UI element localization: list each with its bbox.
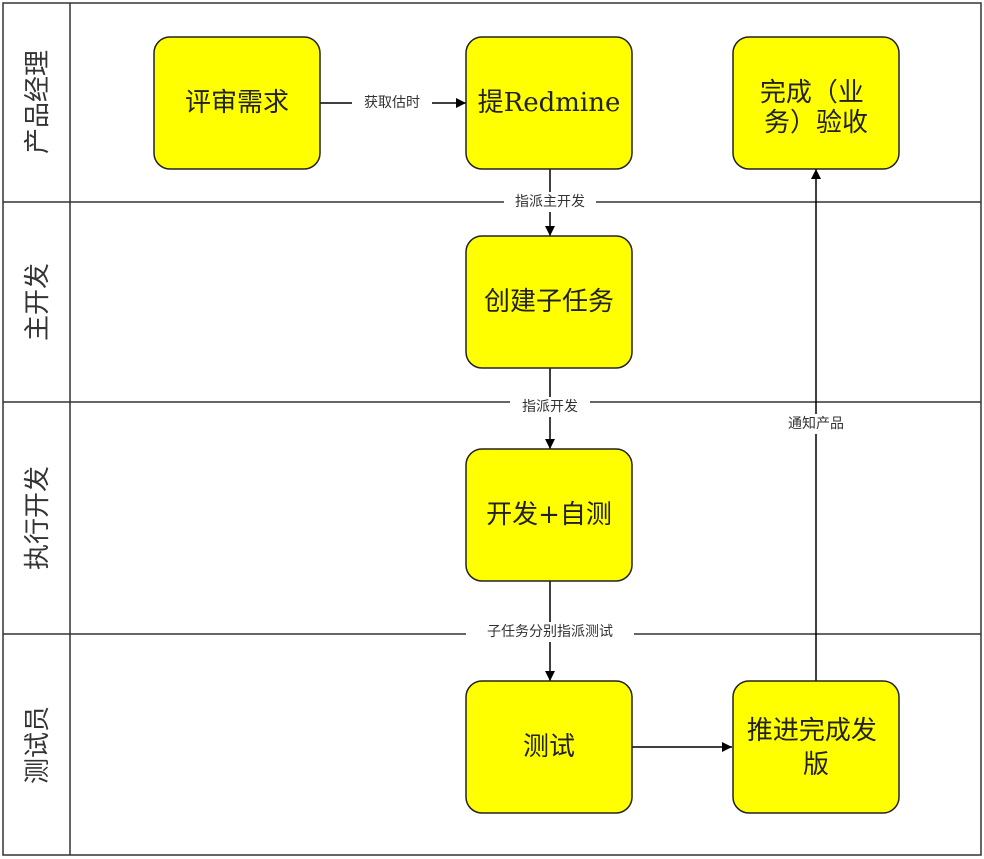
lane-label-developer: 执行开发 [23,466,53,570]
node-push-release-text: 推进完成发 版 [747,708,885,780]
node-business-acceptance: 完成（业 务）验收 [732,36,900,170]
edge-dev-to-test: 子任务分别指派测试 [466,581,634,681]
node-develop-selftest-text: 开发+自测 [486,500,612,530]
node-create-subtask-text: 创建子任务 [484,287,614,317]
node-submit-redmine-text: 提Redmine [478,88,621,118]
node-test-text: 测试 [523,732,575,762]
edge-label-assign-dev: 指派开发 [522,399,578,415]
node-business-acceptance-text: 完成（业 务）验收 [760,70,872,138]
node-review-requirements: 评审需求 [153,36,321,170]
edge-label-assign-lead-dev: 指派主开发 [515,194,585,210]
edge-redmine-to-subtask: 指派主开发 [504,169,596,236]
node-develop-selftest: 开发+自测 [465,448,633,582]
lane-label-tester: 测试员 [23,706,53,784]
edge-release-to-accept: 通知产品 [776,169,856,681]
edge-label-assign-test: 子任务分别指派测试 [487,624,613,640]
node-review-requirements-text: 评审需求 [185,88,289,118]
node-test: 测试 [465,680,633,814]
edge-review-to-redmine: 获取估时 [320,93,466,113]
edge-subtask-to-dev: 指派开发 [510,368,590,449]
lane-label-lead-developer: 主开发 [23,263,53,341]
node-submit-redmine: 提Redmine [465,36,633,170]
lane-label-product-manager: 产品经理 [23,50,53,154]
edge-label-get-estimate: 获取估时 [364,95,420,111]
node-push-release: 推进完成发 版 [732,680,900,814]
node-create-subtask: 创建子任务 [465,235,633,369]
edge-label-notify-product: 通知产品 [788,415,844,432]
